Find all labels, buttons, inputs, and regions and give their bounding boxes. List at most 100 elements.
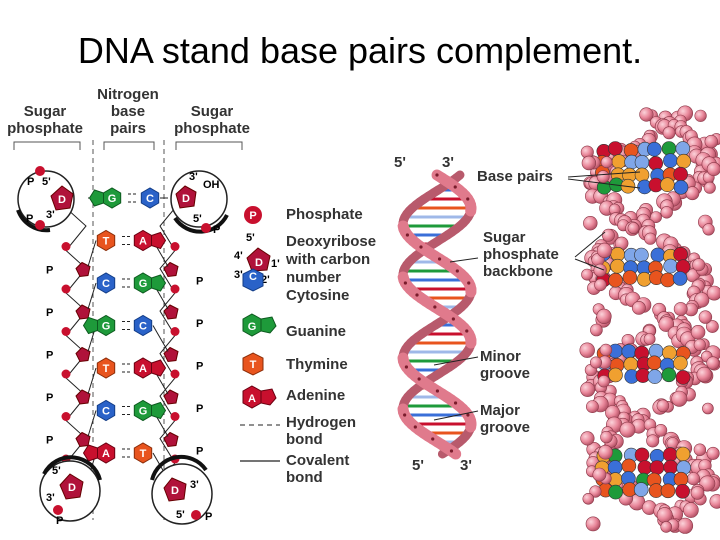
phosphate-icon: [170, 284, 180, 294]
carbon-1: 1': [271, 258, 280, 270]
label-backbone-line1: Sugar: [483, 229, 526, 246]
header-left-line1: Sugar: [24, 103, 67, 120]
hydroxyl-label: OH: [203, 179, 220, 191]
base-letter: T: [103, 363, 110, 375]
thymine-icon: [133, 442, 153, 464]
prime-label-tl5: 5': [42, 176, 51, 188]
helix-phosphate-dot: [433, 305, 437, 309]
header-left-sugar-phosphate: Sugar phosphate: [7, 103, 83, 137]
prime-label-tr5: 5': [193, 213, 202, 225]
header-left-line2: phosphate: [7, 120, 83, 137]
base-atom: [607, 460, 623, 475]
backbone-atom: [581, 155, 597, 171]
helix-phosphate-dot: [453, 185, 457, 189]
base-atom: [663, 258, 678, 274]
phosphate-icon: [170, 369, 180, 379]
backbone-atom: [580, 431, 595, 446]
adenine-ring-icon: [82, 444, 98, 462]
guanine-ring-icon: [151, 401, 167, 420]
covalent-bond: [87, 367, 97, 395]
prime-label-br3: 3': [190, 479, 199, 491]
deoxyribose-icon: [75, 389, 91, 405]
legend-deoxyribose-symbol: D: [255, 257, 263, 269]
bracket-left: [13, 141, 81, 150]
base-atom: [648, 156, 664, 171]
backbone-atom: [596, 242, 613, 258]
backbone-atom: [581, 268, 593, 281]
base-atom: [660, 177, 675, 192]
base-atom: [675, 483, 690, 499]
legend-deoxyribose-line1: Deoxyribose: [286, 233, 376, 250]
helix-top-3prime: 3': [442, 154, 454, 171]
backbone-atom: [702, 223, 715, 236]
base-atom: [646, 355, 662, 371]
phosphate-label: P: [46, 307, 53, 319]
magnified-nucleotide-top-right: D 3' OH 5' P: [170, 170, 229, 236]
guanine-ring-icon: [88, 189, 104, 207]
backbone-atom: [706, 162, 720, 177]
carbon-5: 5': [246, 232, 255, 244]
deoxyribose-icon: [163, 431, 179, 448]
base-atom: [636, 271, 652, 287]
legend-hydrogen-bond: Hydrogen bond: [240, 414, 356, 448]
base-letter: G: [102, 321, 111, 333]
backbone-atom: [600, 430, 613, 444]
legend-deoxyribose: D 5' 4' 1' 3' 2' Deoxyribose with carbon…: [234, 232, 376, 286]
base-atom: [621, 458, 637, 474]
legend-deoxyribose-line3: number: [286, 269, 341, 286]
phosphate-label-bl: P: [56, 515, 63, 527]
backbone-atom: [662, 126, 676, 140]
pointer-backbone-2: [574, 258, 605, 271]
backbone-atom: [600, 156, 613, 169]
backbone-atom: [589, 356, 602, 369]
base-atom: [673, 166, 688, 182]
label-backbone-line2: phosphate: [483, 246, 559, 263]
magnified-nucleotide-bottom-right: D 3' 5' P: [150, 454, 213, 525]
base-atom: [663, 153, 678, 168]
bracket-mid: [103, 141, 155, 150]
guanine-ring-icon: [82, 316, 98, 335]
base-atom: [608, 272, 623, 288]
magnified-nucleotide-bottom-left: D 5' 3' P: [39, 455, 102, 527]
helix-phosphate-dot: [403, 413, 407, 417]
backbone-atom: [598, 444, 613, 460]
base-atom: [622, 270, 638, 285]
pointer-backbone-ribbon: [449, 257, 479, 263]
helix-phosphate-dot: [453, 401, 458, 405]
helix-phosphate-dot: [413, 425, 417, 429]
base-atom: [610, 258, 625, 274]
bracket-right: [175, 141, 243, 150]
label-minor-groove-line2: groove: [480, 365, 530, 382]
base-atom: [647, 369, 663, 384]
helix-phosphate-dot: [467, 281, 471, 285]
backbone-atom: [589, 485, 602, 498]
backbone-atom: [596, 308, 612, 325]
base-atom: [673, 471, 689, 487]
cytosine-icon: [96, 272, 116, 294]
backbone-atom: [579, 342, 595, 358]
legend-cytosine-symbol: C: [249, 271, 257, 283]
backbone-atom: [671, 390, 688, 407]
sugar-letter: D: [182, 193, 190, 205]
phosphate-icon: [61, 369, 71, 379]
header-mid-line2: base: [111, 103, 145, 120]
base-letter: G: [108, 193, 117, 205]
base-atom: [661, 141, 677, 156]
base-atom: [673, 180, 689, 195]
base-atom: [673, 246, 688, 262]
adenine-ring-icon: [151, 231, 167, 250]
phosphate-icon: [244, 206, 262, 224]
phosphate-label-tl2: P: [26, 213, 33, 225]
phosphate-label: P: [46, 265, 53, 277]
thymine-icon: [96, 357, 116, 379]
base-atom: [650, 247, 666, 263]
backbone-atom: [683, 502, 699, 518]
backbone-atom: [703, 181, 716, 194]
phosphate-label: P: [46, 435, 53, 447]
base-atom: [662, 447, 678, 462]
deoxyribose-icon: [163, 477, 187, 502]
base-letter: C: [102, 278, 110, 290]
guanine-ring-icon: [260, 316, 277, 334]
